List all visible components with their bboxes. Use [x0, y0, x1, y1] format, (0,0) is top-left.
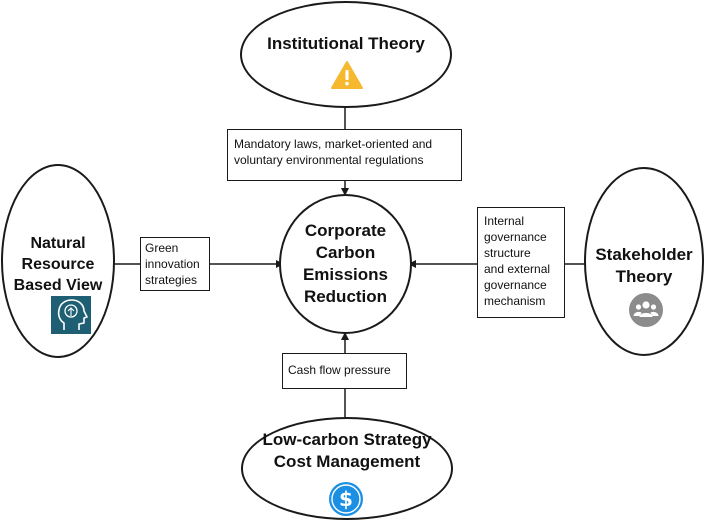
governance-box: Internal governance structure and extern…: [477, 207, 565, 318]
green-innovation-box: Green innovation strategies: [140, 237, 210, 291]
natural-resource-based-view-node: Natural Resource Based View: [1, 164, 115, 358]
people-group-icon: [629, 293, 663, 327]
regulations-box: Mandatory laws, market-oriented and volu…: [227, 129, 462, 181]
institutional-theory-node: Institutional Theory: [240, 1, 452, 108]
stakeholder-theory-node: Stakeholder Theory: [584, 167, 704, 356]
low-carbon-strategy-label: Low-carbon Strategy Cost Management: [262, 430, 432, 471]
carbon-emissions-reduction-node: Corporate Carbon Emissions Reduction: [279, 194, 412, 334]
institutional-theory-label: Institutional Theory: [267, 34, 425, 53]
svg-text:$: $: [339, 487, 353, 511]
stakeholder-theory-label: Stakeholder Theory: [595, 245, 693, 286]
warning-icon: [331, 61, 363, 89]
low-carbon-strategy-node: Low-carbon Strategy Cost Management $: [241, 417, 453, 520]
center-label: Corporate Carbon Emissions Reduction: [302, 221, 389, 306]
brain-head-icon: [51, 296, 91, 334]
dollar-icon: $: [329, 482, 363, 516]
cash-flow-pressure-box: Cash flow pressure: [282, 353, 407, 389]
natural-resource-based-view-label: Natural Resource Based View: [13, 235, 103, 294]
